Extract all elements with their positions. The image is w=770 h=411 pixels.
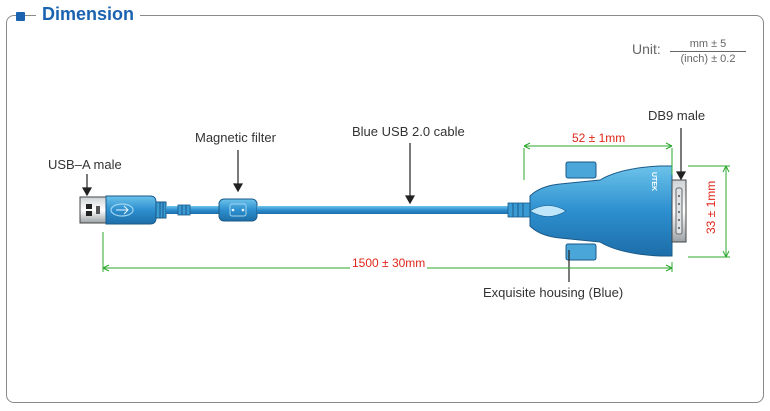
brand-label: UTEK (650, 172, 657, 191)
magnetic-filter (218, 198, 258, 222)
unit-label: Unit: (632, 41, 661, 57)
usb-a-housing (105, 195, 167, 225)
unit-numerator: mm ± 5 (670, 38, 746, 52)
label-magnetic-filter: Magnetic filter (195, 130, 276, 145)
db9-connector (671, 179, 687, 243)
callout-arrows (81, 128, 687, 282)
cable-segment-2 (257, 206, 510, 214)
cable-relief (177, 204, 191, 216)
dim-height: 33 ± 1mm (704, 180, 718, 234)
dim-width: 52 ± 1mm (572, 131, 626, 145)
diagram-frame (6, 15, 764, 403)
unit-fraction: mm ± 5 (inch) ± 0.2 (670, 38, 746, 65)
label-usb-a: USB–A male (48, 157, 122, 172)
title-bullet-icon (16, 12, 25, 21)
label-housing: Exquisite housing (Blue) (483, 285, 624, 300)
section-title: Dimension (36, 4, 141, 25)
housing-relief (507, 202, 531, 218)
unit-denominator: (inch) ± 0.2 (680, 53, 736, 65)
thumb-screws (565, 161, 597, 261)
db9-housing: UTEK (529, 165, 673, 257)
dim-length: 1500 ± 30mm (350, 256, 428, 270)
cable-segment-1 (166, 206, 221, 214)
label-cable: Blue USB 2.0 cable (352, 124, 465, 139)
usb-a-plug (79, 196, 107, 224)
label-db9: DB9 male (648, 108, 706, 123)
